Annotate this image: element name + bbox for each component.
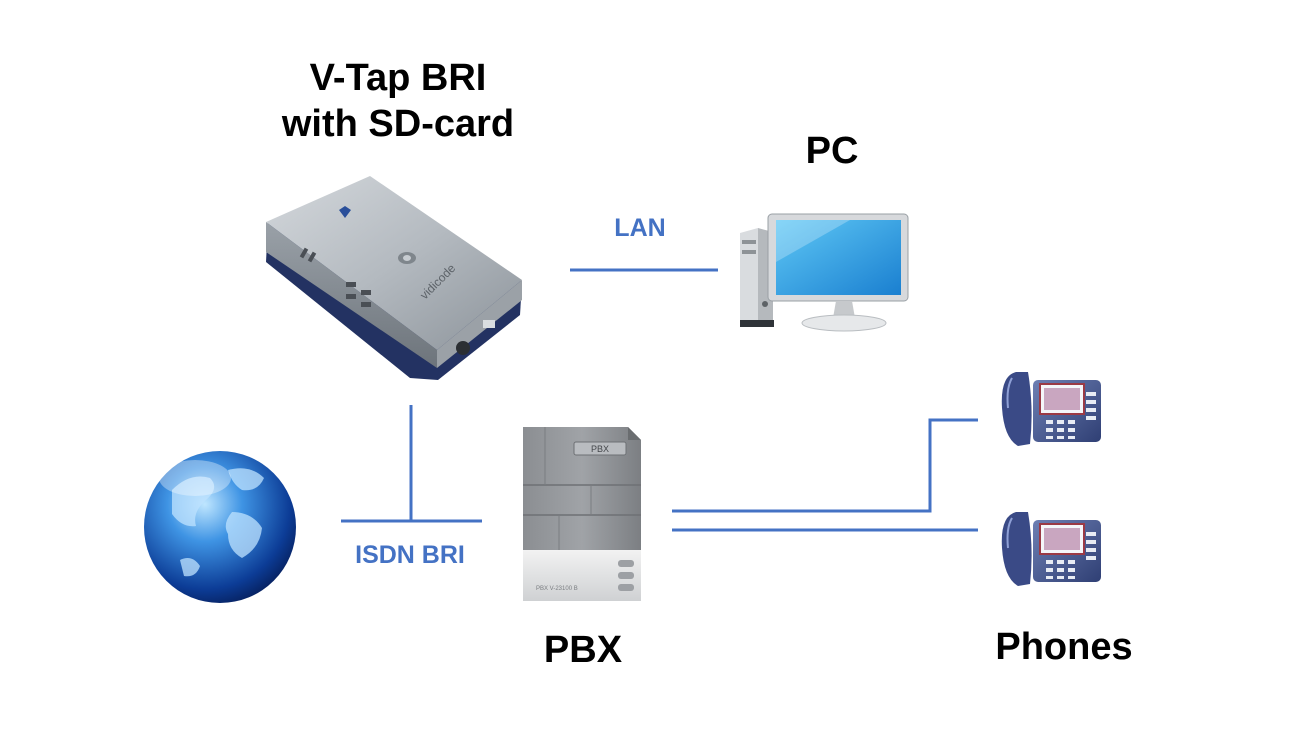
pbx-title: PBX — [543, 629, 623, 671]
lan-label: LAN — [614, 214, 666, 242]
isdn-label: ISDN BRI — [355, 541, 465, 569]
pc-title: PC — [805, 130, 859, 172]
connection-lines — [341, 268, 978, 532]
globe-icon — [144, 451, 296, 603]
v-tap-device: vidicode — [266, 176, 522, 380]
v-tap-title-line2: with SD-card — [281, 102, 515, 145]
phones-title: Phones — [995, 626, 1133, 668]
pbx-icon: PBX PBX V-23100 B — [523, 427, 641, 601]
pc-icon — [740, 213, 909, 332]
pbx-badge-text: PBX — [591, 444, 609, 454]
phone-icon-lower — [1001, 512, 1101, 586]
phone-icon-upper — [1001, 372, 1101, 446]
pbx-model-text: PBX V-23100 B — [536, 586, 578, 592]
v-tap-title-line1: V-Tap BRI — [309, 57, 487, 99]
v-tap-title: V-Tap BRI with SD-card — [230, 56, 566, 147]
phone-line-upper — [672, 418, 978, 513]
